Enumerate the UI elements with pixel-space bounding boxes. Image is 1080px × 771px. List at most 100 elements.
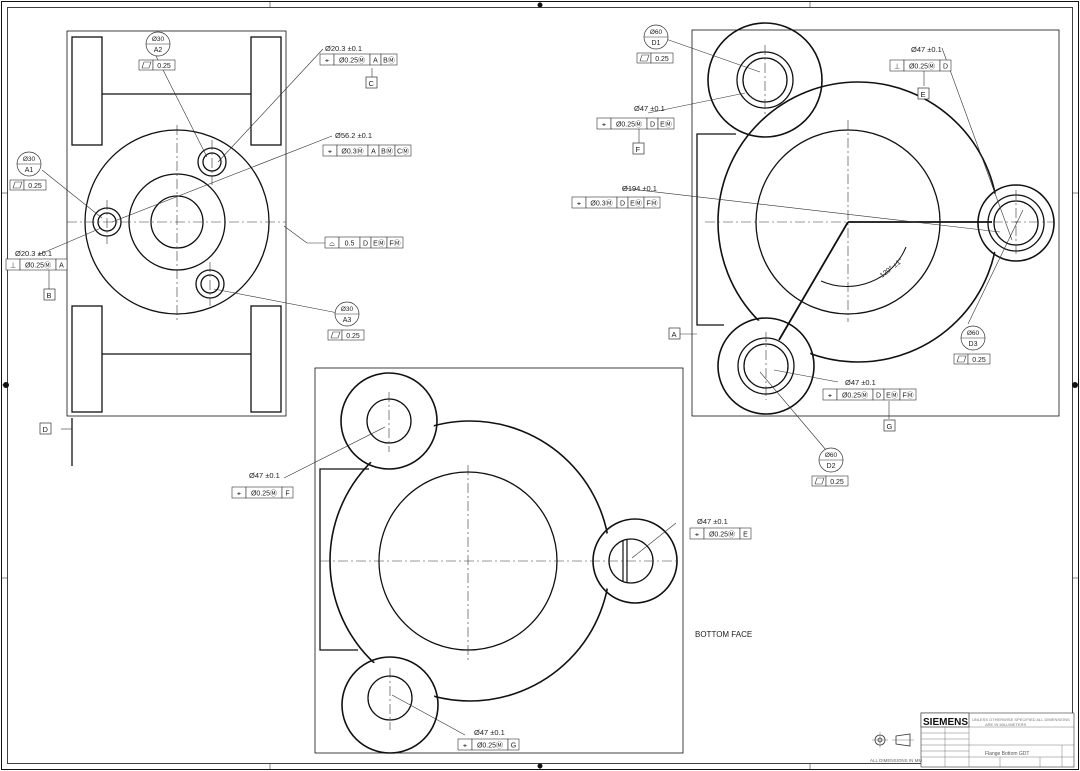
svg-text:G: G	[887, 422, 893, 431]
fcf-cell-text: ⌖	[828, 392, 832, 399]
fcf-cell-text: E	[743, 531, 748, 538]
flatness-icon	[141, 61, 152, 69]
dim-left-hole-top: Ø20.3 ±0.1	[325, 44, 362, 53]
datum-f: F	[632, 142, 645, 155]
fcf-cell-text: BⓂ	[381, 147, 393, 155]
title-footer-note: ALL DIMENSIONS IN MM	[870, 758, 922, 763]
fcf-cell	[281, 486, 294, 499]
fcf-cell-text: ⌓	[329, 240, 335, 247]
fcf-cell-text: D	[363, 240, 368, 247]
fcf-cell-text: D	[876, 392, 881, 399]
title-note-2: ARE IN MILLIMETERS	[985, 722, 1026, 727]
fcf-cell-text: Ø0.25Ⓜ	[842, 391, 868, 399]
flatness-icon	[814, 477, 825, 485]
flatness-frame: 0.25	[327, 329, 365, 341]
fcf-cell-text: ⊥	[894, 63, 900, 70]
target-size: Ø60	[825, 452, 838, 459]
flatness-icon	[639, 54, 650, 62]
flatness-frame: 0.25	[636, 52, 674, 64]
fcf-cell-text: EⓂ	[373, 239, 385, 247]
fcf-cell	[386, 236, 404, 249]
svg-text:C: C	[369, 79, 375, 88]
target-id: D1	[652, 40, 661, 47]
fcf-cell-text: ⌖	[602, 121, 606, 128]
fcf-cell-text: ⌖	[463, 742, 467, 749]
title-part-name: Flange Bottom GDT	[985, 751, 1029, 757]
left-view	[66, 30, 287, 417]
fcf-cell-text: Ø0.25Ⓜ	[25, 261, 51, 269]
flatness-icon	[330, 331, 341, 339]
svg-text:A: A	[672, 330, 677, 339]
siemens-logo: SIEMENS	[923, 717, 968, 728]
fcf-cell-text: Ø0.25Ⓜ	[251, 489, 277, 497]
fcf-cell-text: A	[371, 148, 376, 155]
flatness-value: 0.25	[28, 183, 42, 190]
dim-bottom-hole-bl: Ø47 ±0.1	[474, 728, 505, 737]
datum-labels: C B D A F E G	[39, 76, 930, 435]
fcf-cell	[55, 258, 68, 271]
svg-text:D: D	[43, 425, 49, 434]
flatness-icon	[12, 181, 23, 189]
target-size: Ø60	[650, 29, 663, 36]
svg-text:E: E	[921, 90, 926, 99]
target-size: Ø30	[23, 156, 36, 163]
fcf-cell-text: A	[373, 57, 378, 64]
fcf-cell	[899, 388, 917, 401]
flatness-value: 0.25	[346, 333, 360, 340]
projection-symbol-icon	[872, 732, 914, 748]
fcf-cell-text: Ø0.25Ⓜ	[339, 56, 365, 64]
bottom-view: BOTTOM FACE	[314, 367, 752, 754]
fcf-cell-text: D	[943, 63, 948, 70]
fcf-cell-text: D	[620, 200, 625, 207]
dim-bottom-hole-r: Ø47 ±0.1	[697, 517, 728, 526]
arc-angle-label: 120° ±1°	[878, 257, 904, 280]
fcf-cell-text: D	[650, 121, 655, 128]
fcf-cell-text: ⌖	[237, 490, 241, 497]
flatness-value: 0.25	[972, 357, 986, 364]
svg-text:F: F	[636, 145, 641, 154]
fcf-cell-text: F	[285, 490, 289, 497]
fcf-cell-text: FⓂ	[646, 199, 657, 207]
target-id: A1	[25, 167, 34, 174]
fcf-cell-text: ⌖	[577, 200, 581, 207]
dim-bottom-hole-tl: Ø47 ±0.1	[249, 471, 280, 480]
target-size: Ø30	[341, 306, 354, 313]
fcf-cell-text: EⓂ	[886, 391, 898, 399]
fcf-cell	[394, 144, 412, 157]
title-note-1: UNLESS OTHERWISE SPECIFIED ALL DIMENSION…	[972, 717, 1070, 722]
fcf-cell-text: FⓂ	[389, 239, 400, 247]
flatness-value: 0.25	[830, 479, 844, 486]
datum-d: D	[39, 422, 52, 435]
datum-targets: Ø30A10.25Ø30A20.25Ø30A30.25Ø60D10.25Ø60D…	[9, 24, 991, 487]
leader-lines	[37, 37, 1024, 736]
fcf-right-hole-g: ⌖ Ø0.25Ⓜ D EⓂ FⓂ	[822, 388, 917, 401]
fcf-cell-text: Ø0.25Ⓜ	[477, 741, 503, 749]
flatness-frame: 0.25	[9, 179, 47, 191]
flatness-frame: 0.25	[811, 475, 849, 487]
target-id: D3	[969, 341, 978, 348]
fcf-cell-text: BⓂ	[383, 56, 395, 64]
fcf-cell-text: FⓂ	[902, 391, 913, 399]
fcf-cell-text: EⓂ	[630, 199, 642, 207]
fcf-cell-text: Ø0.3Ⓜ	[590, 199, 612, 207]
target-id: D2	[827, 463, 836, 470]
dim-right-hole-d1: Ø47 ±0.1	[634, 104, 665, 113]
fcf-cell-text: ⌖	[695, 531, 699, 538]
datum-e: E	[917, 87, 930, 100]
target-size: Ø30	[152, 36, 165, 43]
flatness-value: 0.25	[655, 56, 669, 63]
fcf-cell-text: EⓂ	[660, 120, 672, 128]
fcf-cell-text: A	[59, 262, 64, 269]
fcf-cell-text: G	[511, 742, 516, 749]
